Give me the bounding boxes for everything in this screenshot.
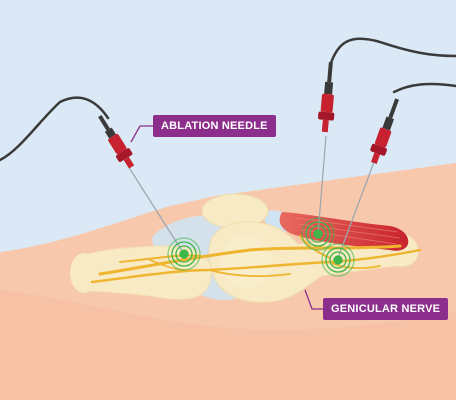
ablation-needle-icon — [370, 98, 399, 164]
genicular-nerve-label: GENICULAR NERVE — [323, 298, 449, 320]
cables — [0, 37, 456, 162]
tibia-bone — [70, 245, 212, 300]
ablation-needle-label: ABLATION NEEDLE — [153, 115, 276, 137]
target-rings-icon — [167, 217, 355, 277]
ablation-needle-icon — [98, 115, 135, 169]
ablation-needle-icon — [318, 62, 335, 133]
leg-shadow — [0, 290, 456, 400]
callout-leaders — [130, 125, 323, 310]
genicular-nerve — [90, 235, 422, 284]
